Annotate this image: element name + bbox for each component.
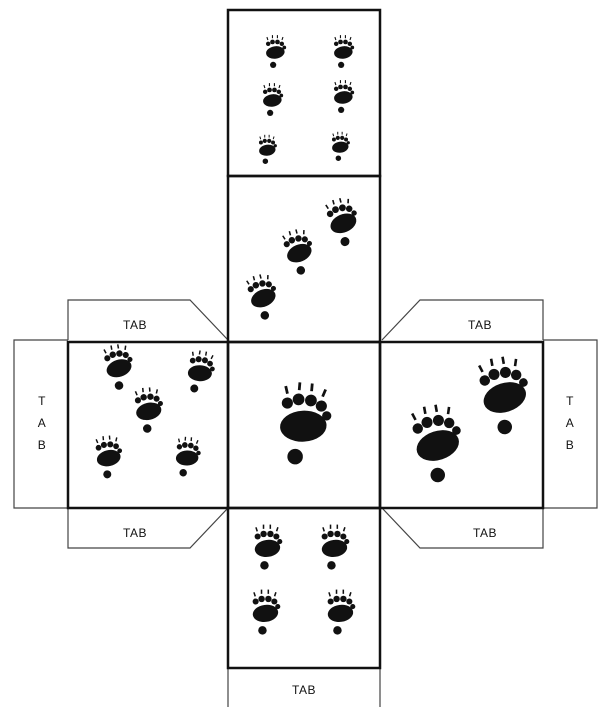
bear-paw-icon <box>320 524 350 570</box>
bear-paw-icon <box>333 35 355 68</box>
bear-paw-icon <box>279 226 320 278</box>
tab-upper-right <box>381 299 544 341</box>
bear-paw-icon <box>93 434 125 480</box>
tab-lower-left <box>67 507 229 549</box>
bear-paw-icon <box>274 380 335 468</box>
bear-paw-icon <box>243 271 284 323</box>
bottom-face <box>226 506 382 670</box>
tab-right-side-letter: T <box>566 394 574 408</box>
bear-paw-icon <box>262 83 284 116</box>
bear-paw-icon <box>474 353 537 438</box>
bear-paw-icon <box>253 524 283 570</box>
tab-lower-right-label: TAB <box>473 526 497 540</box>
tab-right-side <box>543 339 598 509</box>
tab-lower-right <box>381 507 544 549</box>
tab-upper-left-label: TAB <box>123 318 147 332</box>
tab-right-side-letter: A <box>566 416 575 430</box>
tab-left-side-letter: B <box>38 438 47 452</box>
bear-paw-icon <box>183 348 218 396</box>
tab-right-side-letter: B <box>566 438 575 452</box>
bear-paw-icon <box>265 35 287 68</box>
bear-paw-icon <box>101 342 138 392</box>
tab-upper-left <box>67 299 229 341</box>
bear-paw-icon <box>326 589 356 635</box>
bear-paw-icon <box>173 436 203 478</box>
bear-paw-icon <box>251 589 281 635</box>
right-face <box>378 340 545 510</box>
tab-upper-right-label: TAB <box>468 318 492 332</box>
bear-paw-icon <box>331 131 350 161</box>
bear-paw-icon <box>407 401 470 486</box>
tab-left-side <box>13 339 68 509</box>
tab-bottom <box>227 668 381 707</box>
top-face <box>226 8 382 178</box>
bear-paw-icon <box>132 386 166 434</box>
tab-lower-left-label: TAB <box>123 526 147 540</box>
tab-bottom-label: TAB <box>292 683 316 697</box>
bear-paw-icon <box>333 80 355 113</box>
tab-left-side-letter: A <box>38 416 47 430</box>
tab-left-side-letter: T <box>38 394 46 408</box>
bear-paw-icon <box>322 194 365 249</box>
bear-paw-icon <box>258 134 277 164</box>
